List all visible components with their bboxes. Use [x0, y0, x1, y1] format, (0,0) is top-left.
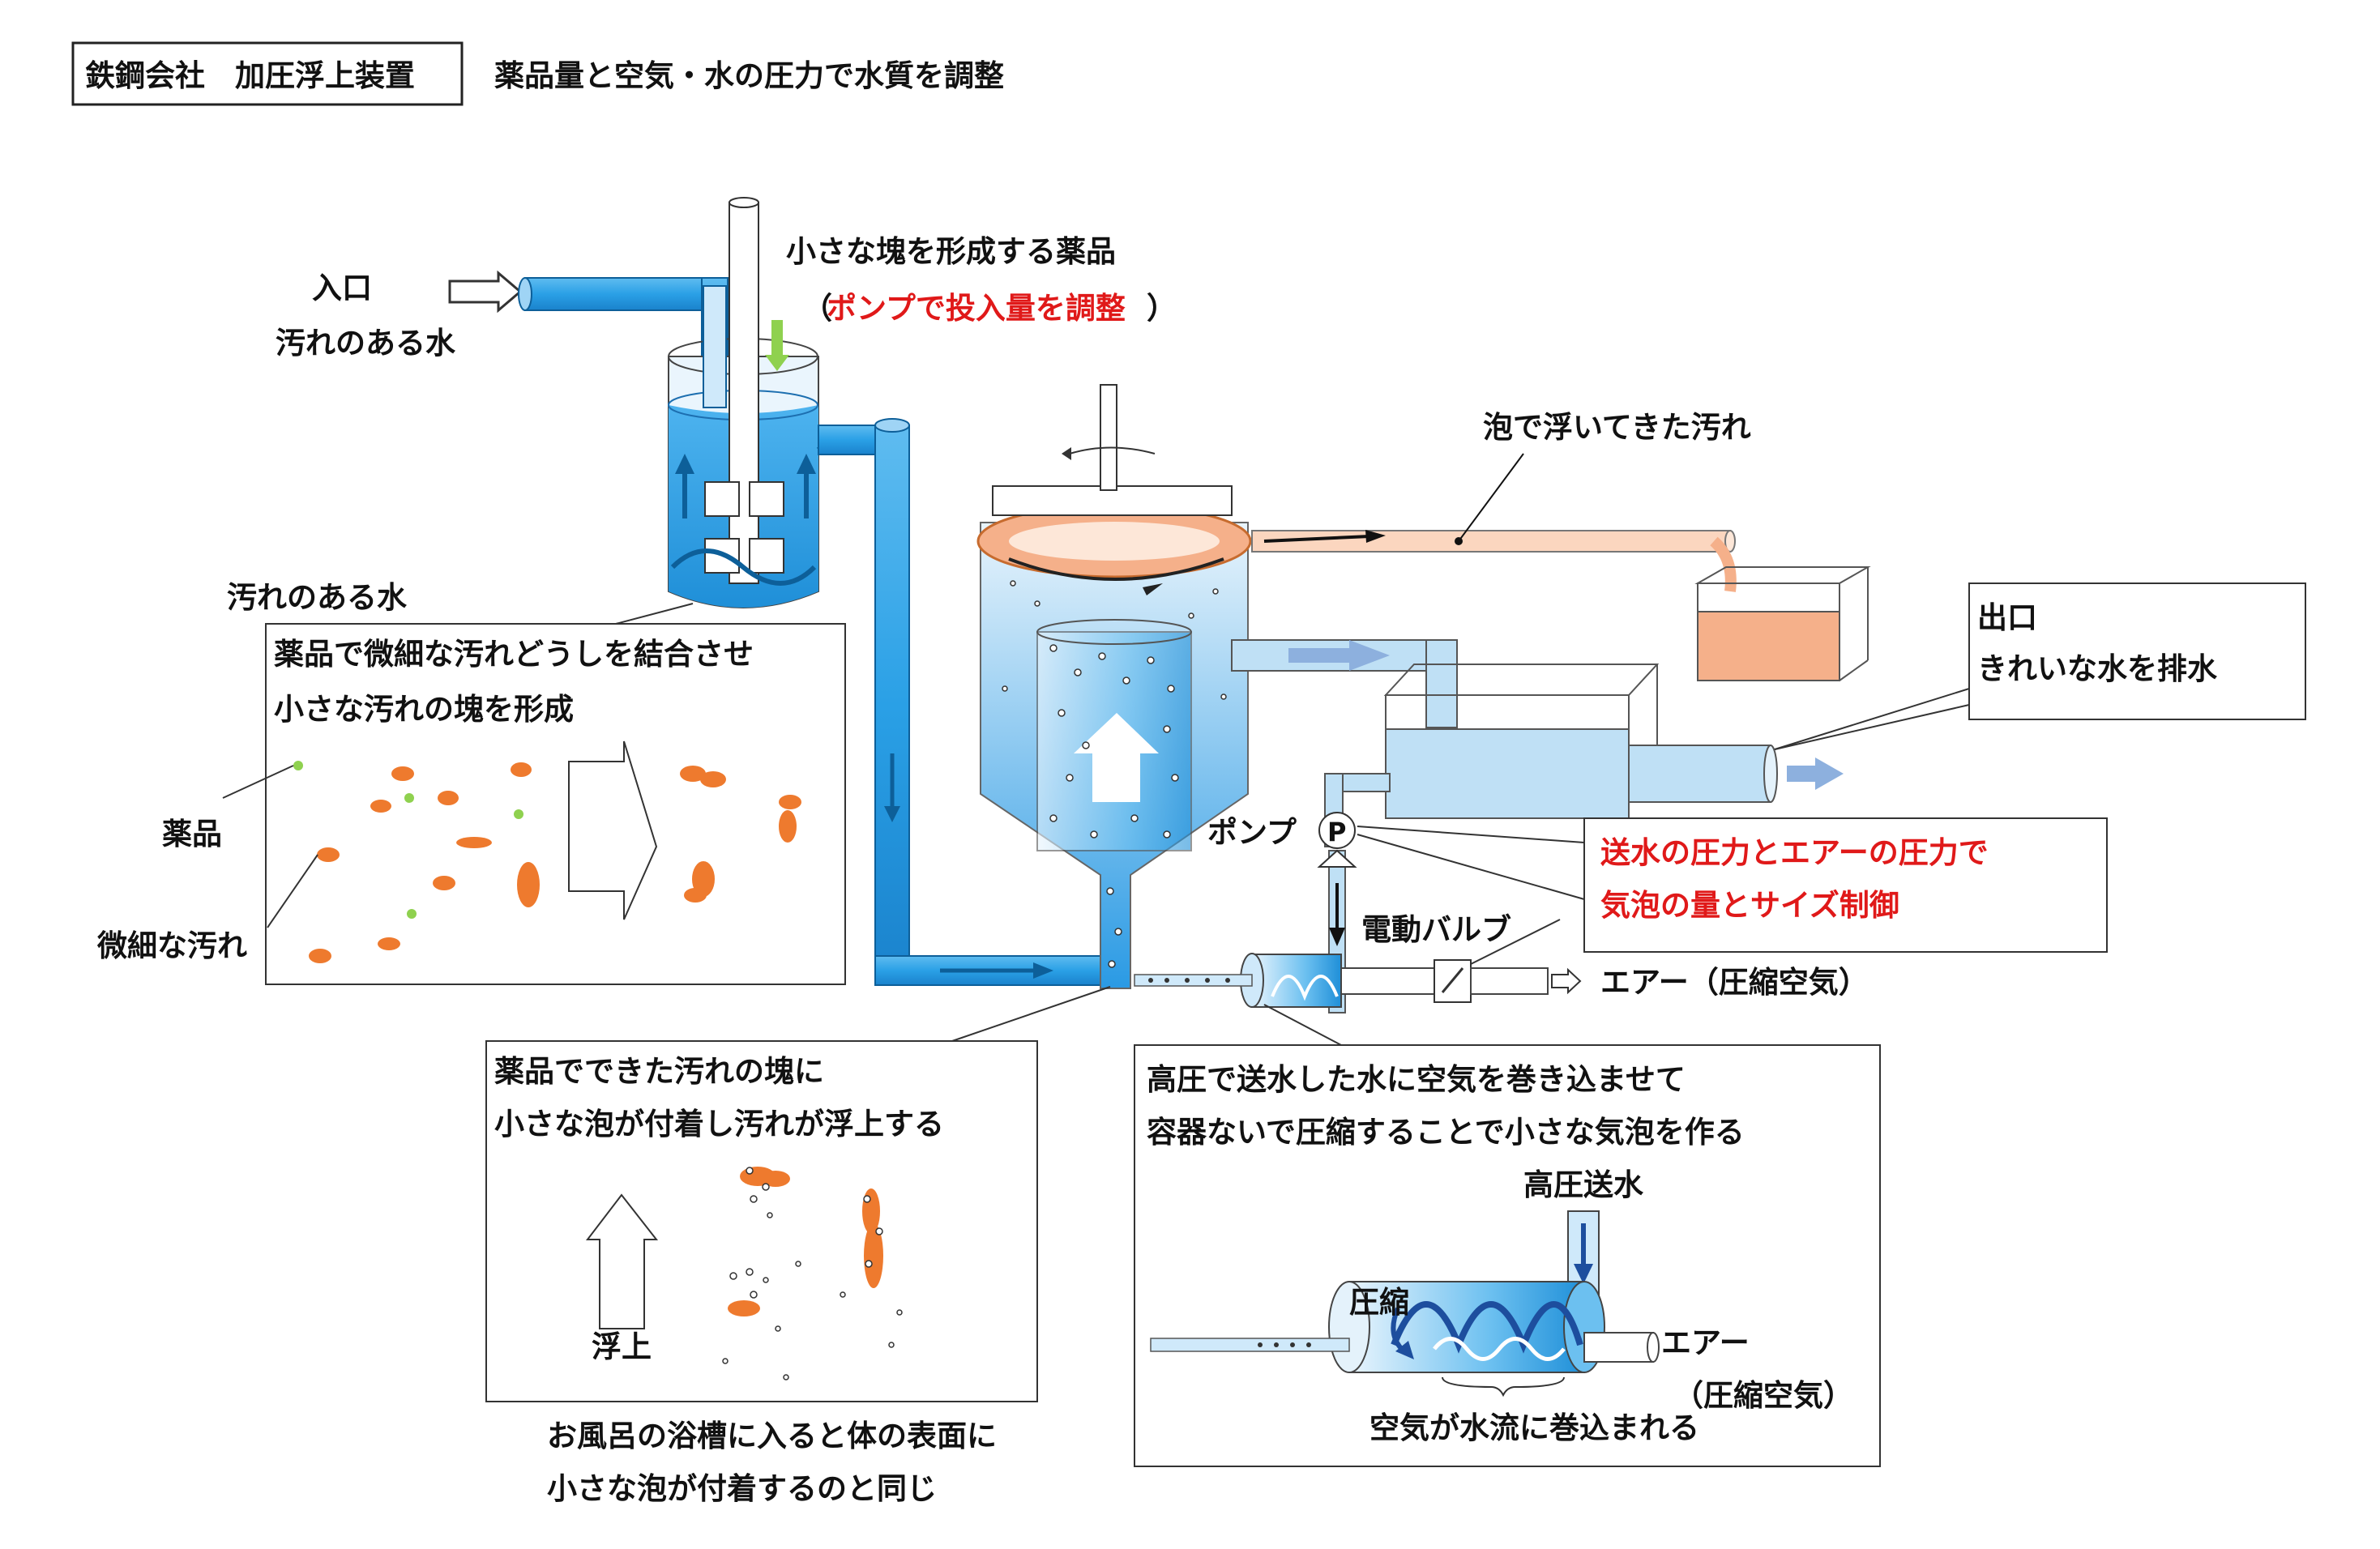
pump-label: ポンプ — [1207, 815, 1297, 850]
bath-line2: 小さな泡が付着するのと同じ — [547, 1471, 937, 1506]
clean-discharge-label: きれいな水を排水 — [1977, 651, 2218, 686]
pump-symbol: P — [1327, 817, 1346, 847]
compression-box — [1134, 1044, 1881, 1467]
subtitle: 薬品量と空気・水の圧力で水質を調整 — [494, 58, 1004, 93]
mixing-tank — [668, 197, 865, 608]
air-short-label: エアー — [1661, 1325, 1750, 1360]
reagent-drip — [771, 320, 783, 356]
box1-line2: 小さな汚れの塊を形成 — [274, 692, 574, 727]
transform-arrow-icon — [568, 740, 658, 920]
box3-line1: 高圧で送水した水に空気を巻き込ませて — [1147, 1062, 1686, 1097]
inlet-label: 入口 — [312, 271, 372, 305]
outlet-arrow-icon — [1815, 757, 1844, 790]
float-up-label: 浮上 — [592, 1329, 652, 1364]
chemical-label: 小さな塊を形成する薬品 — [786, 234, 1116, 269]
flotation-tank — [976, 384, 1252, 989]
paren-open: （ — [802, 291, 832, 326]
pump-adjust-label: ポンプで投入量を調整 — [827, 291, 1126, 326]
inlet-arrow-icon — [448, 270, 523, 314]
air-caught-label: 空気が水流に巻込まれる — [1369, 1410, 1699, 1445]
air-paren-label: （圧縮空気） — [1673, 1378, 1853, 1413]
valve-label: 電動バルブ — [1361, 912, 1511, 947]
dirty-water-box-label: 汚れのある水 — [227, 580, 408, 615]
hp-water-label: 高圧送水 — [1523, 1167, 1644, 1202]
fine-dirt-label: 微細な汚れ — [96, 928, 247, 963]
paren-close: ） — [1147, 291, 1177, 326]
compress-label: 圧縮 — [1349, 1285, 1409, 1320]
inlet-pipe — [524, 277, 729, 311]
box2-line2: 小さな泡が付着し汚れが浮上する — [494, 1107, 944, 1141]
compression-vessel — [1240, 953, 1435, 1008]
bath-line1: お風呂の浴槽に入ると体の表面に — [547, 1419, 997, 1453]
floating-dirt-label: 泡で浮いてきた汚れ — [1483, 410, 1751, 445]
floating-effect-box — [485, 1040, 1038, 1402]
reagent-label: 薬品 — [162, 817, 222, 851]
box1-line1: 薬品で微細な汚れどうしを結合させ — [274, 637, 754, 672]
sludge-tray — [1694, 566, 1871, 681]
pump-icon — [1318, 812, 1356, 849]
pressure-line1: 送水の圧力とエアーの圧力で — [1600, 835, 1989, 870]
float-up-arrow-icon — [585, 1193, 659, 1329]
pressure-callout — [1583, 817, 2108, 953]
pressure-line2: 気泡の量とサイズ制御 — [1600, 888, 1899, 923]
title-box-text: 鉄鋼会社 加圧浮上装置 — [85, 58, 415, 93]
air-label: エアー（圧縮空気） — [1600, 965, 1869, 1000]
outlet-label: 出口 — [1977, 600, 2037, 635]
riser-pipe — [874, 425, 910, 985]
box2-line1: 薬品でできた汚れの塊に — [494, 1054, 824, 1089]
outlet-callout — [1968, 582, 2306, 720]
compression-cylinder — [1328, 1281, 1605, 1373]
dirty-water-top-label: 汚れのある水 — [276, 326, 456, 361]
box3-line2: 容器ないで圧縮することで小さな気泡を作る — [1147, 1115, 1745, 1150]
chemical-effect-box — [265, 623, 846, 985]
